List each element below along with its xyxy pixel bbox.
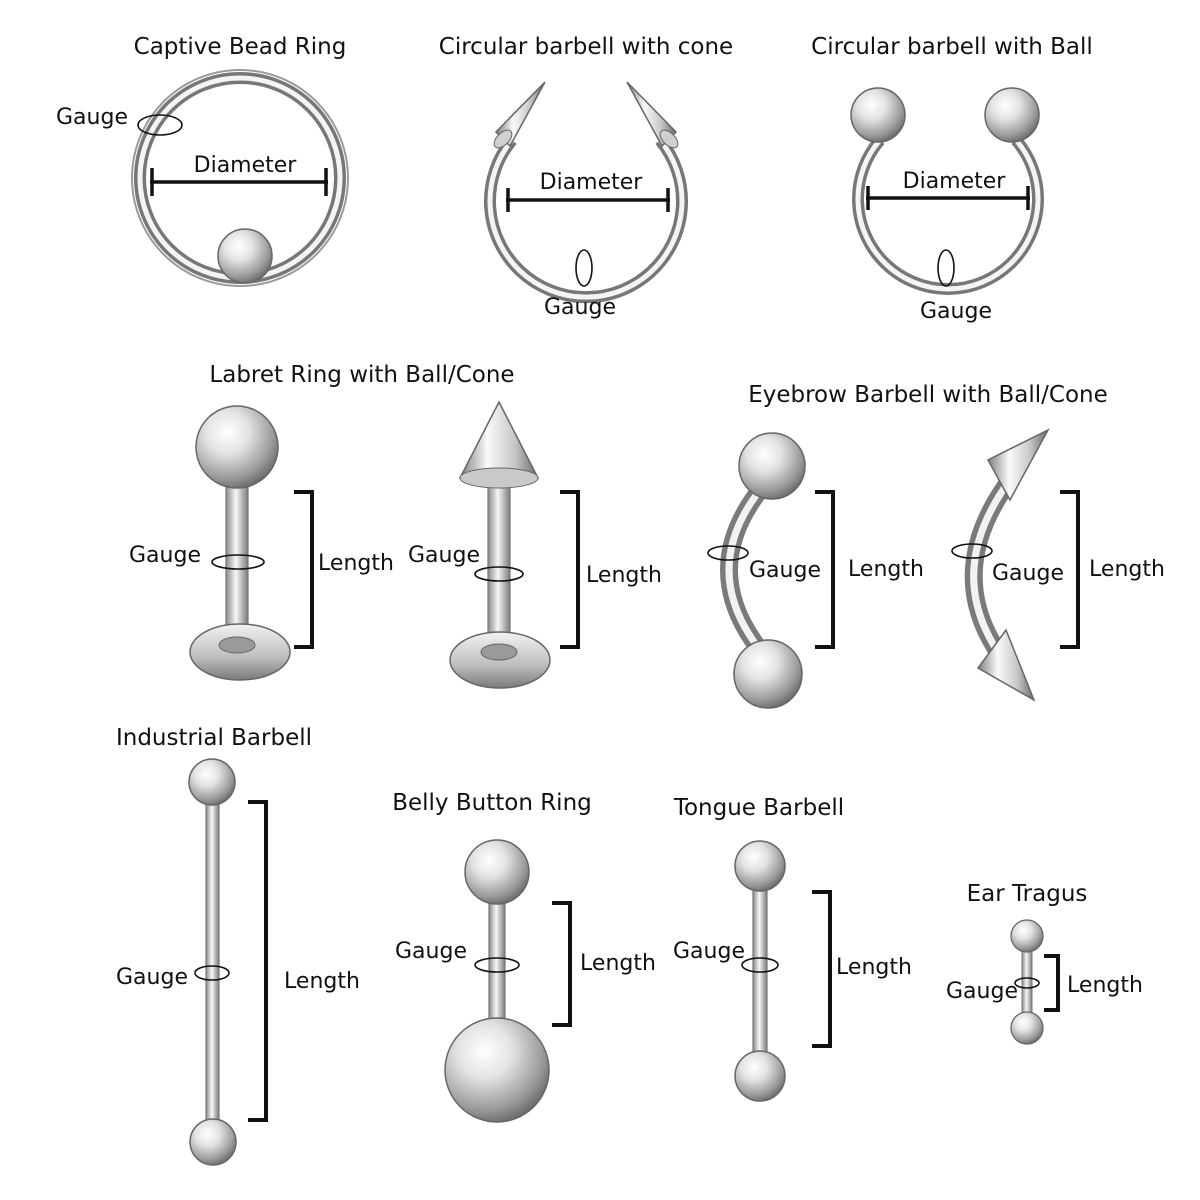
labret-post	[225, 469, 249, 651]
gauge-ring-icon	[741, 957, 779, 973]
tongue-barbell: Tongue Barbell Gauge Length	[673, 795, 912, 1102]
belly-ball-top	[464, 839, 530, 905]
eyebrow-cone-top	[986, 428, 1050, 502]
eyebrow-ball: Gauge Length	[707, 432, 924, 709]
length-bracket	[815, 490, 835, 649]
gauge-label: Gauge	[544, 295, 616, 320]
belly-title: Belly Button Ring	[392, 790, 592, 816]
belly-bar	[488, 889, 506, 1031]
eyebrow-barbell: Eyebrow Barbell with Ball/Cone Gauge Len…	[707, 382, 1165, 709]
length-label: Length	[318, 551, 394, 576]
ball-left	[850, 87, 906, 143]
tongue-ball-bottom	[734, 1050, 786, 1102]
gauge-label: Gauge	[946, 979, 1018, 1004]
length-bracket	[552, 901, 572, 1027]
tragus-title: Ear Tragus	[967, 881, 1088, 907]
gauge-ring-icon	[474, 566, 524, 582]
industrial-bar	[205, 789, 220, 1141]
gauge-ring-icon	[951, 543, 993, 559]
industrial-barbell: Industrial Barbell Gauge Length	[116, 725, 360, 1166]
diameter-label: Diameter	[194, 153, 298, 178]
gauge-label: Gauge	[673, 939, 745, 964]
gauge-ring-icon	[937, 249, 955, 287]
labret-post	[487, 485, 511, 653]
horseshoe-highlight	[487, 138, 685, 300]
ring-outline	[131, 69, 349, 287]
industrial-ball-top	[188, 758, 236, 806]
gauge-label: Gauge	[920, 299, 992, 324]
circular-barbell-ball: Circular barbell with Ball Diameter Gaug…	[811, 34, 1093, 324]
eyebrow-ball-top	[738, 432, 806, 500]
labret-disc-center	[480, 643, 518, 661]
tongue-title: Tongue Barbell	[673, 795, 844, 821]
length-label: Length	[1089, 557, 1165, 582]
gauge-label: Gauge	[56, 105, 128, 130]
labret-cone: Gauge Length	[408, 400, 662, 689]
cone-right-base	[659, 129, 679, 149]
horseshoe-highlight	[855, 138, 1041, 292]
horseshoe-body	[484, 136, 688, 304]
gauge-ring-icon	[1014, 977, 1040, 989]
circular-barbell-cone: Circular barbell with cone Diameter Gaug…	[439, 34, 733, 320]
eyebrow-bar-highlight	[970, 477, 1013, 665]
gauge-ring-icon	[575, 249, 593, 287]
diameter-label: Diameter	[540, 170, 644, 195]
length-bracket	[812, 890, 832, 1048]
circular-barbell-ball-title: Circular barbell with Ball	[811, 34, 1093, 60]
ball-right	[984, 87, 1040, 143]
gauge-label: Gauge	[129, 543, 201, 568]
length-bracket	[294, 490, 314, 649]
gauge-ring-icon	[194, 965, 230, 981]
diameter-label: Diameter	[903, 169, 1007, 194]
circular-barbell-cone-title: Circular barbell with cone	[439, 34, 733, 60]
labret-cone-top	[458, 400, 540, 479]
captive-bead	[217, 228, 273, 284]
labret-disc-center	[218, 636, 256, 654]
gauge-ring-icon	[137, 114, 183, 136]
length-label: Length	[586, 563, 662, 588]
ear-tragus: Ear Tragus Gauge Length	[946, 881, 1143, 1045]
captive-bead-ring-title: Captive Bead Ring	[134, 34, 347, 60]
length-label: Length	[580, 951, 656, 976]
labret-ball: Gauge Length	[129, 405, 394, 681]
eyebrow-bar-highlight	[725, 487, 763, 653]
belly-button-ring: Belly Button Ring Gauge Length	[392, 790, 656, 1123]
cone-left-base	[493, 129, 513, 149]
gauge-label: Gauge	[992, 561, 1064, 586]
gauge-ring-icon	[707, 545, 749, 561]
labret-title: Labret Ring with Ball/Cone	[209, 362, 514, 388]
tragus-ball-top	[1010, 919, 1044, 953]
gauge-ring-icon	[474, 957, 520, 973]
eyebrow-cone-bottom	[976, 628, 1036, 702]
industrial-ball-bottom	[189, 1118, 237, 1166]
gauge-label: Gauge	[395, 939, 467, 964]
industrial-title: Industrial Barbell	[116, 725, 312, 751]
gauge-label: Gauge	[749, 558, 821, 583]
length-bracket	[560, 490, 580, 649]
gauge-label: Gauge	[116, 965, 188, 990]
length-label: Length	[848, 557, 924, 582]
eyebrow-ball-bottom	[733, 639, 803, 709]
tongue-ball-top	[734, 840, 786, 892]
captive-bead-ring: Captive Bead Ring Gauge Diameter	[56, 34, 349, 287]
length-bracket	[1044, 954, 1060, 1012]
labret-ball-top	[195, 405, 279, 489]
labret-cone-base	[459, 467, 539, 489]
length-bracket	[248, 800, 268, 1122]
length-label: Length	[836, 955, 912, 980]
length-label: Length	[284, 969, 360, 994]
length-label: Length	[1067, 973, 1143, 998]
eyebrow-title: Eyebrow Barbell with Ball/Cone	[748, 382, 1108, 408]
gauge-ring-icon	[211, 554, 265, 570]
labret-ring: Labret Ring with Ball/Cone Gauge Length …	[129, 362, 662, 689]
belly-ball-bottom	[444, 1017, 550, 1123]
eyebrow-cone: Gauge Length	[951, 428, 1165, 702]
gauge-label: Gauge	[408, 543, 480, 568]
tragus-ball-bottom	[1010, 1011, 1044, 1045]
length-bracket	[1060, 490, 1080, 649]
